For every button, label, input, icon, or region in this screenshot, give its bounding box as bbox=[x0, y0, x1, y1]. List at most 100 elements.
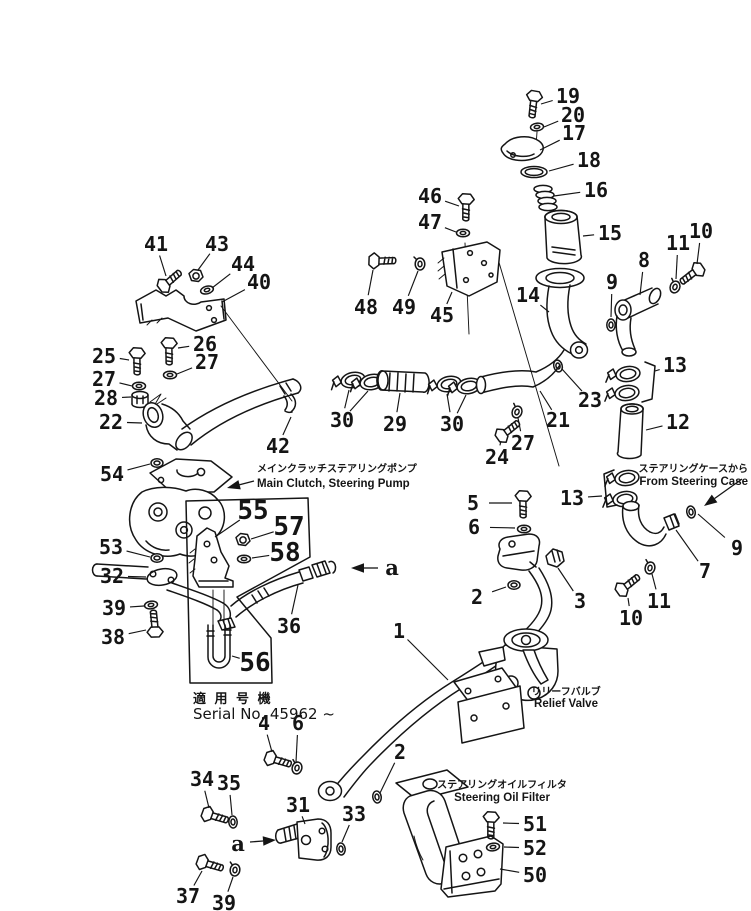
diagram-artwork bbox=[91, 88, 708, 898]
washer-6 bbox=[516, 524, 532, 534]
leader-line-2 bbox=[379, 762, 396, 794]
callout-41: 41 bbox=[144, 232, 168, 256]
leader-line-44 bbox=[211, 273, 231, 289]
bracket-45-art bbox=[367, 192, 560, 467]
callout-37: 37 bbox=[176, 884, 200, 908]
from-steering-case-arrowhead bbox=[704, 494, 718, 506]
callout-27: 27 bbox=[92, 367, 116, 391]
callout-8: 8 bbox=[638, 248, 650, 272]
leader-line-18 bbox=[548, 163, 574, 172]
serial-note-en: Serial No. 45962 ~ bbox=[193, 705, 335, 723]
callout-53: 53 bbox=[99, 535, 123, 559]
outlet-block bbox=[497, 533, 541, 571]
callout-55: 55 bbox=[237, 496, 268, 526]
callout-51: 51 bbox=[523, 812, 547, 836]
bolt-19 bbox=[522, 88, 545, 120]
callout-13: 13 bbox=[663, 353, 687, 377]
elbow-8-flange bbox=[614, 299, 632, 321]
callout-2: 2 bbox=[394, 740, 406, 764]
callout-33: 33 bbox=[342, 802, 366, 826]
strainer-assembly-art bbox=[500, 88, 589, 374]
nut-57 bbox=[235, 532, 251, 547]
callout-21: 21 bbox=[546, 408, 570, 432]
callout-16: 16 bbox=[584, 178, 608, 202]
callout-58: 58 bbox=[269, 538, 300, 568]
callout-10: 10 bbox=[619, 606, 643, 630]
leader-line-46 bbox=[444, 200, 460, 207]
leader-line-27 bbox=[176, 367, 193, 375]
bolt-41 bbox=[154, 265, 187, 296]
leader-line-33 bbox=[341, 824, 350, 843]
bolt-51 bbox=[480, 810, 501, 841]
o-ring-9 bbox=[685, 504, 697, 520]
relief-valve-label-jp: リリーフバルブ bbox=[531, 685, 600, 698]
leader-line-27 bbox=[119, 382, 133, 387]
washer-11 bbox=[641, 558, 658, 576]
callout-29: 29 bbox=[383, 412, 407, 436]
callout-11: 11 bbox=[666, 231, 690, 255]
filter-art bbox=[395, 769, 504, 898]
leader-line-35 bbox=[229, 794, 233, 816]
plug-3 bbox=[545, 548, 565, 568]
washer-39 bbox=[143, 599, 159, 611]
hose-36-art bbox=[230, 560, 337, 618]
leader-line-13 bbox=[587, 495, 603, 498]
spacer-28 bbox=[131, 390, 149, 409]
leader-line-24 bbox=[499, 440, 502, 446]
outlet-block-art bbox=[497, 489, 565, 590]
leader-line-11 bbox=[651, 573, 657, 590]
leader-line-30 bbox=[344, 389, 350, 409]
relief-valve-art bbox=[453, 628, 559, 744]
callout-11: 11 bbox=[647, 589, 671, 613]
leader-line-17 bbox=[539, 139, 560, 151]
bracket-40-art bbox=[135, 265, 293, 402]
sub-box-art bbox=[185, 497, 311, 684]
steering-oil-filter-label-en: Steering Oil Filter bbox=[454, 792, 550, 804]
callout-27: 27 bbox=[511, 431, 535, 455]
leader-line-37 bbox=[193, 870, 203, 886]
hose-36 bbox=[230, 571, 304, 618]
elbow-8-art bbox=[606, 259, 708, 357]
main-clutch-steering-pump-label-jp: メインクラッチステアリングポンプ bbox=[257, 462, 418, 475]
clamp-13 bbox=[602, 383, 641, 405]
serial-note-jp: 適 用 号 機 bbox=[193, 691, 273, 707]
callout-12: 12 bbox=[666, 410, 690, 434]
leader-line-1 bbox=[407, 639, 449, 681]
bolt-4 bbox=[261, 747, 295, 774]
clamps-13-upper-art bbox=[602, 361, 656, 405]
leader-line-11 bbox=[675, 254, 678, 280]
callout-36: 36 bbox=[277, 614, 301, 638]
nut-43 bbox=[188, 268, 204, 283]
leader-line-42 bbox=[282, 416, 292, 436]
pipe-1-banjo bbox=[317, 780, 343, 802]
bolt-37 bbox=[193, 851, 227, 878]
leader-line-13 bbox=[654, 369, 660, 372]
bolt-46 bbox=[455, 192, 476, 223]
leader-line-12 bbox=[645, 425, 663, 431]
from-steering-case-leader bbox=[714, 478, 743, 500]
elbow-22 bbox=[142, 402, 164, 428]
leader-line-40 bbox=[221, 289, 246, 303]
leader-line-30 bbox=[446, 393, 451, 413]
leader-line-51 bbox=[502, 822, 520, 825]
leader-line-41 bbox=[159, 255, 167, 277]
callout-43: 43 bbox=[205, 232, 229, 256]
leader-line-3 bbox=[557, 567, 574, 592]
callout-54: 54 bbox=[100, 462, 124, 486]
leader-line-58 bbox=[251, 554, 270, 559]
bolt-26 bbox=[159, 336, 179, 366]
leader-line-10 bbox=[627, 597, 630, 607]
callout-10: 10 bbox=[689, 219, 713, 243]
callout-3: 3 bbox=[574, 589, 586, 613]
callout-47: 47 bbox=[418, 210, 442, 234]
leader-line-4 bbox=[266, 734, 273, 753]
leader-line-25 bbox=[119, 357, 130, 361]
fasteners-25-28-art bbox=[127, 336, 179, 409]
callout-24: 24 bbox=[485, 445, 509, 469]
callout-9: 9 bbox=[731, 536, 743, 560]
washer-39 bbox=[227, 861, 242, 878]
main-clutch-steering-pump-label-en: Main Clutch, Steering Pump bbox=[257, 478, 410, 490]
clamp-30 bbox=[424, 373, 464, 397]
bolt-38 bbox=[145, 609, 165, 639]
